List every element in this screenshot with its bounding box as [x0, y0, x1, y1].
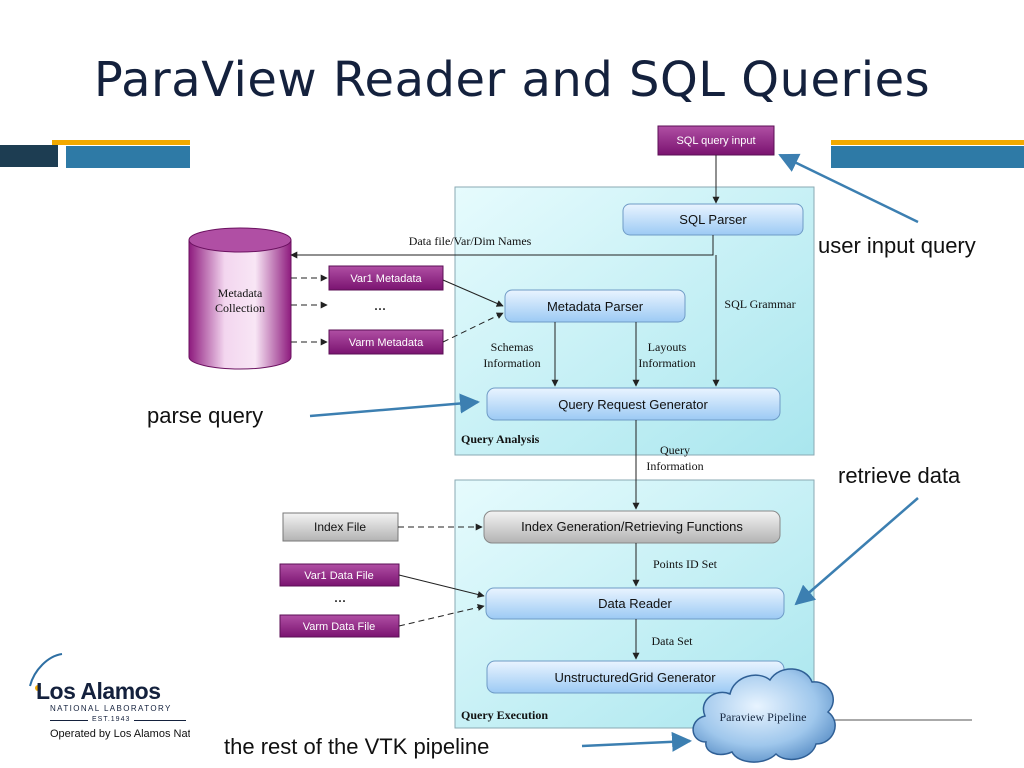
- logo-subtitle: NATIONAL LABORATORY: [50, 704, 172, 713]
- layouts-info-label-2: Information: [638, 356, 695, 370]
- metadata-parser-box: [504, 289, 686, 323]
- logo-est-rule: [50, 720, 88, 721]
- logo-est-rule-right: [134, 720, 186, 721]
- query-info-label-1: Query: [660, 443, 690, 457]
- query-request-generator-box: [486, 387, 781, 421]
- schemas-info-label-2: Information: [483, 356, 540, 370]
- index-generation-box: [483, 510, 781, 544]
- var1-data-file-label: Var1 Data File: [304, 570, 374, 582]
- points-id-set-label: Points ID Set: [653, 557, 718, 571]
- layouts-info-label-1: Layouts: [648, 340, 687, 354]
- annotation-retrieve-data: retrieve data: [838, 463, 961, 488]
- header-bar-orange-right: [831, 140, 1024, 145]
- header-bar-orange-left: [52, 140, 190, 145]
- query-execution-label: Query Execution: [461, 708, 548, 722]
- annotation-parse-query: parse query: [147, 403, 264, 428]
- data-file-ellipsis: ...: [334, 589, 346, 606]
- query-analysis-label: Query Analysis: [461, 432, 540, 446]
- sql-query-input-label: SQL query input: [676, 135, 755, 147]
- data-reader-box: [485, 587, 785, 620]
- operated-by-text: Operated by Los Alamos National Security…: [50, 728, 190, 740]
- sql-parser-label: SQL Parser: [679, 212, 747, 227]
- metadata-collection-label-2: Collection: [215, 301, 265, 315]
- dashed-arrows: [291, 274, 504, 627]
- header-bar-dark-left: [0, 145, 58, 167]
- logo-name: Los Alamos: [36, 678, 161, 704]
- metadata-collection-label-1: Metadata: [218, 286, 263, 300]
- index-generation-label: Index Generation/Retrieving Functions: [521, 519, 743, 534]
- query-request-generator-label: Query Request Generator: [558, 397, 708, 412]
- header-bar-blue-right: [831, 146, 1024, 168]
- los-alamos-logo-mark: [29, 653, 63, 691]
- annotation-rest-of-pipeline: the rest of the VTK pipeline: [224, 734, 490, 759]
- unstructured-grid-generator-label: UnstructuredGrid Generator: [554, 670, 716, 685]
- data-file-names-label: Data file/Var/Dim Names: [409, 234, 532, 248]
- schemas-info-label-1: Schemas: [491, 340, 534, 354]
- metadata-ellipsis: ...: [374, 297, 386, 314]
- header-bar-blue-left: [66, 146, 190, 168]
- varm-metadata-label: Varm Metadata: [349, 337, 424, 349]
- index-file-label: Index File: [314, 520, 366, 534]
- paraview-pipeline-label: Paraview Pipeline: [720, 710, 807, 724]
- metadata-parser-label: Metadata Parser: [547, 299, 644, 314]
- index-file-box: [282, 512, 399, 542]
- callout-arrows: [309, 153, 919, 752]
- logo-est: EST.1943: [92, 716, 131, 723]
- metadata-collection-cylinder: [188, 227, 292, 370]
- slide-title: ParaView Reader and SQL Queries: [93, 52, 931, 108]
- data-reader-label: Data Reader: [598, 596, 672, 611]
- annotation-user-input-query: user input query: [818, 233, 976, 258]
- varm-metadata-box: [328, 329, 444, 355]
- var1-metadata-box: [328, 265, 444, 291]
- data-set-label: Data Set: [652, 634, 694, 648]
- sql-grammar-label: SQL Grammar: [724, 297, 795, 311]
- query-info-label-2: Information: [646, 459, 703, 473]
- flow-arrows: [290, 155, 720, 660]
- varm-data-file-label: Varm Data File: [303, 621, 376, 633]
- paraview-pipeline-cloud: [692, 668, 836, 763]
- var1-metadata-label: Var1 Metadata: [350, 273, 422, 285]
